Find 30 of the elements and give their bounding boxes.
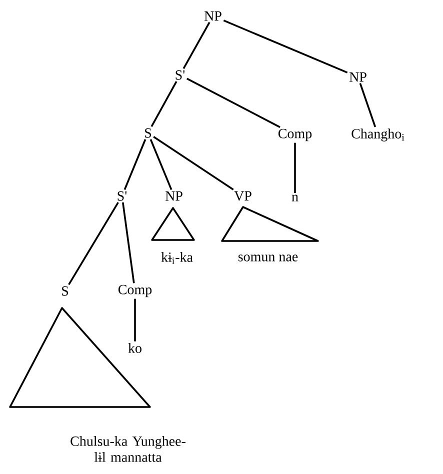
- tree-branch: [122, 202, 135, 284]
- tree-branch: [294, 142, 296, 193]
- category-label: NP: [165, 191, 182, 201]
- node-label: somun nae: [238, 254, 298, 262]
- tree-branch: [134, 298, 136, 342]
- tree-branch: [153, 136, 234, 190]
- node-label: Chulsu-ka Yunghee-lɨl mannatta: [70, 436, 186, 462]
- category-label: S': [118, 191, 127, 201]
- category-label: Changho$_{i}$: [352, 128, 404, 142]
- tree-branch: [223, 20, 348, 74]
- category-label: n: [292, 194, 298, 202]
- subtree-triangle: kɨ$_{i}$-ka: [151, 207, 195, 264]
- node-label: kɨ$_{i}$-ka: [161, 252, 193, 264]
- category-label: S': [176, 70, 185, 80]
- category-label: Comp: [118, 284, 152, 298]
- category-label: NP: [204, 11, 222, 21]
- category-label: S: [62, 286, 68, 296]
- subtree-triangle: somun nae: [221, 206, 319, 262]
- category-label: NP: [349, 72, 366, 82]
- tree-branch: [150, 80, 178, 128]
- category-label: S: [145, 128, 152, 138]
- tree-branch: [124, 139, 146, 190]
- category-label: ko: [128, 343, 142, 353]
- category-label: Comp: [278, 128, 312, 142]
- category-label: VP: [234, 191, 252, 201]
- tree-branch: [186, 78, 280, 128]
- tree-branch: [182, 22, 210, 70]
- tree-branch: [359, 83, 376, 128]
- tree-branch: [68, 202, 119, 286]
- tree-branch: [150, 139, 172, 190]
